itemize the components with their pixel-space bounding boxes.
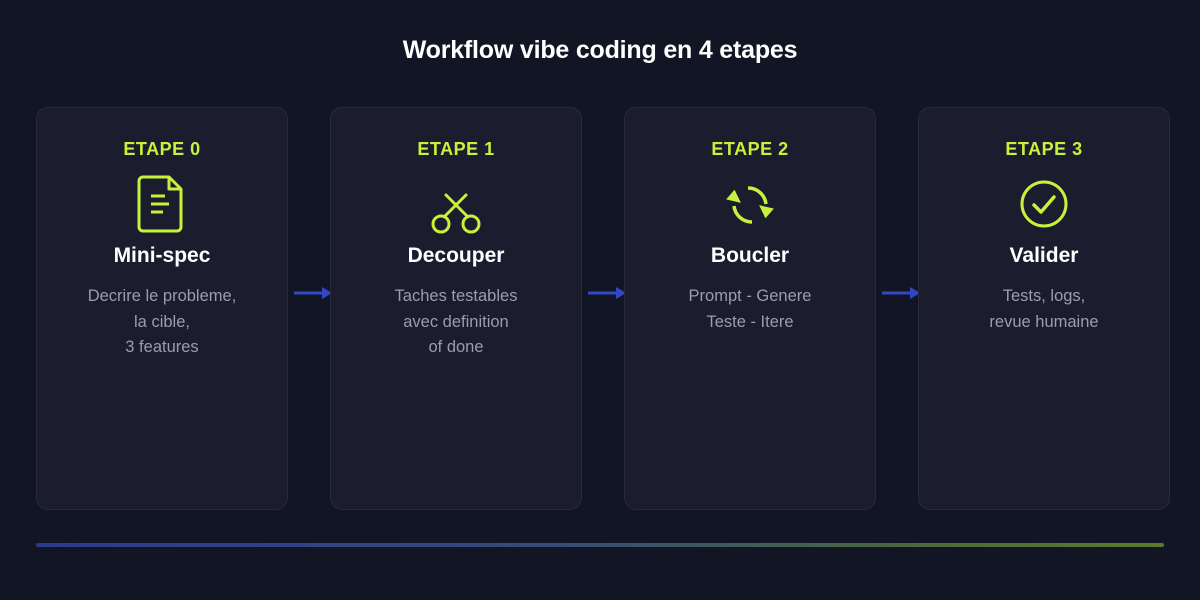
desc-line: avec definition — [403, 312, 509, 331]
step-label: ETAPE 0 — [123, 139, 201, 159]
desc-line: 3 features — [125, 338, 199, 356]
step-description: Decrire le probleme, la cible, 3 feature… — [37, 284, 287, 361]
desc-line: revue humaine — [989, 312, 1099, 331]
step-name: Decouper — [407, 244, 505, 267]
scissors-icon — [426, 174, 486, 234]
step-description: Tests, logs, revue humaine — [919, 284, 1169, 335]
step-name: Boucler — [710, 244, 790, 267]
step-label: ETAPE 3 — [1005, 139, 1083, 159]
arrow-right-icon — [588, 287, 626, 299]
step-description: Taches testables avec definition of done — [331, 284, 581, 361]
step-description: Prompt - Genere Teste - Itere — [625, 284, 875, 335]
refresh-cycle-icon — [720, 174, 780, 234]
document-icon — [132, 174, 192, 234]
desc-line: Taches testables — [394, 287, 518, 305]
progress-gradient-bar — [36, 543, 1164, 547]
desc-line: Tests, logs, — [1002, 287, 1086, 305]
step-card-0: ETAPE 0 Mini-spec Decrire le probleme, l… — [36, 107, 288, 510]
step-card-3: ETAPE 3 Valider Tests, logs, revue humai… — [918, 107, 1170, 510]
step-name: Mini-spec — [113, 244, 211, 267]
desc-line: la cible, — [134, 312, 190, 331]
desc-line: Decrire le probleme, — [87, 287, 237, 305]
desc-line: Teste - Itere — [706, 312, 794, 331]
page-title: Workflow vibe coding en 4 etapes — [402, 36, 798, 64]
step-label: ETAPE 1 — [417, 139, 495, 159]
desc-line: Prompt - Genere — [688, 287, 812, 305]
step-card-1: ETAPE 1 Decouper Taches testables avec d… — [330, 107, 582, 510]
arrow-right-icon — [294, 287, 332, 299]
arrow-right-icon — [882, 287, 920, 299]
step-label: ETAPE 2 — [711, 139, 789, 159]
desc-line: of done — [428, 338, 484, 356]
step-name: Valider — [1009, 244, 1079, 267]
step-card-2: ETAPE 2 Boucler Prompt - Genere Teste - … — [624, 107, 876, 510]
check-circle-icon — [1014, 174, 1074, 234]
